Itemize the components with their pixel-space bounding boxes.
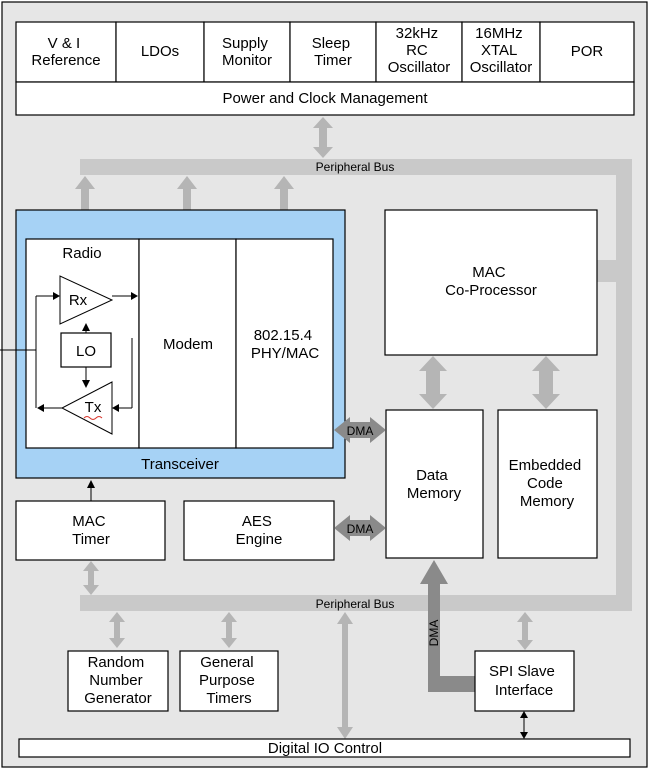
sleep-timer-block <box>289 21 377 83</box>
mac-coprocessor-label: MAC Co-Processor <box>445 264 537 299</box>
power-block-group: V & I Reference LDOs Supply Monitor Slee… <box>15 21 635 116</box>
rng-block <box>67 650 169 712</box>
data-memory-label: Data Memory <box>407 467 462 502</box>
code-memory-block <box>497 409 598 559</box>
vi-reference-label: V & I Reference <box>31 35 100 69</box>
transceiver-dma-label: DMA <box>347 424 374 438</box>
modem-label: Modem <box>163 336 213 353</box>
radio-label: Radio <box>62 245 101 262</box>
coprocessor-data-memory-arrow <box>419 356 447 409</box>
power-clock-management-block <box>15 81 635 116</box>
code-memory-label: Embedded Code Memory <box>509 457 586 510</box>
por-label: POR <box>571 43 604 60</box>
tx-spellcheck-underline <box>83 416 103 420</box>
power-clock-management-label: Power and Clock Management <box>222 90 428 107</box>
rx-label: Rx <box>69 292 88 309</box>
xtal-oscillator-label: 16MHz XTAL Oscillator <box>470 25 533 76</box>
mac-timer-label: MAC Timer <box>72 513 110 548</box>
rng-bus-arrow <box>109 612 125 648</box>
rng-label: Random Number Generator <box>84 654 152 707</box>
bus-arrows <box>75 117 560 739</box>
mac-coprocessor-block <box>384 209 598 356</box>
transceiver-bus-arrow-1 <box>75 176 95 236</box>
vi-reference-block <box>15 21 117 83</box>
data-memory-block <box>385 409 484 559</box>
rx-amplifier <box>59 275 114 325</box>
top-peripheral-bus <box>80 159 632 175</box>
spi-slave-label: SPI Slave Interface <box>489 663 559 699</box>
mac-timer-bus-arrow <box>83 561 99 595</box>
transceiver-label: Transceiver <box>141 456 219 473</box>
phy-mac-label: 802.15.4 PHY/MAC <box>251 327 320 362</box>
phy-mac-block <box>235 238 334 449</box>
supply-monitor-label: Supply Monitor <box>222 35 272 69</box>
aes-dma-arrow <box>334 515 386 541</box>
timers-label: General Purpose Timers <box>199 654 259 707</box>
power-bus-arrow <box>313 117 333 158</box>
timers-bus-arrow <box>221 612 237 648</box>
supply-monitor-block <box>203 21 291 83</box>
ldos-label: LDOs <box>141 43 179 60</box>
bus-structure: Peripheral Bus Peripheral Bus <box>80 159 632 611</box>
lo-label: LO <box>76 343 96 360</box>
right-bus-trunk <box>616 159 632 611</box>
transceiver-dma-arrow <box>334 417 386 443</box>
spi-dma-arrow <box>420 560 489 698</box>
mac-timer-link-arrowhead <box>87 480 95 488</box>
transceiver-group: Transceiver Radio Modem 802.15.4 PHY/MAC… <box>0 209 346 479</box>
transceiver-bus-arrow-2 <box>177 176 197 236</box>
io-bus-arrow <box>337 612 353 739</box>
mac-coprocessor-bus-link <box>597 260 617 282</box>
timers-block <box>179 650 279 712</box>
spi-io-arrowhead-up <box>520 711 528 718</box>
spi-bus-arrow <box>517 612 533 650</box>
top-peripheral-bus-label: Peripheral Bus <box>316 160 395 174</box>
bottom-peripheral-bus <box>80 595 632 611</box>
bottom-peripheral-bus-label: Peripheral Bus <box>316 597 395 611</box>
rc-oscillator-block <box>375 21 463 83</box>
aes-engine-block <box>183 500 335 561</box>
spi-io-arrowhead-down <box>520 732 528 739</box>
radio-wiring <box>0 292 138 412</box>
rc-oscillator-label: 32kHz RC Oscillator <box>388 25 451 76</box>
sleep-timer-label: Sleep Timer <box>312 35 355 69</box>
tx-label: Tx <box>85 399 102 416</box>
transceiver-bus-arrow-3 <box>274 176 294 236</box>
aes-dma-label: DMA <box>347 522 374 536</box>
spi-dma-label: DMA <box>427 620 441 647</box>
aes-engine-label: AES Engine <box>236 513 283 548</box>
por-block <box>539 21 635 83</box>
ldos-block <box>115 21 205 83</box>
spi-slave-block <box>474 650 575 712</box>
coprocessor-code-memory-arrow <box>532 356 560 409</box>
spi-dma-arrow-group: DMA <box>420 560 489 698</box>
digital-io-control-label: Digital IO Control <box>268 740 382 757</box>
mac-timer-block <box>15 500 166 561</box>
digital-io-control-block <box>18 738 631 758</box>
